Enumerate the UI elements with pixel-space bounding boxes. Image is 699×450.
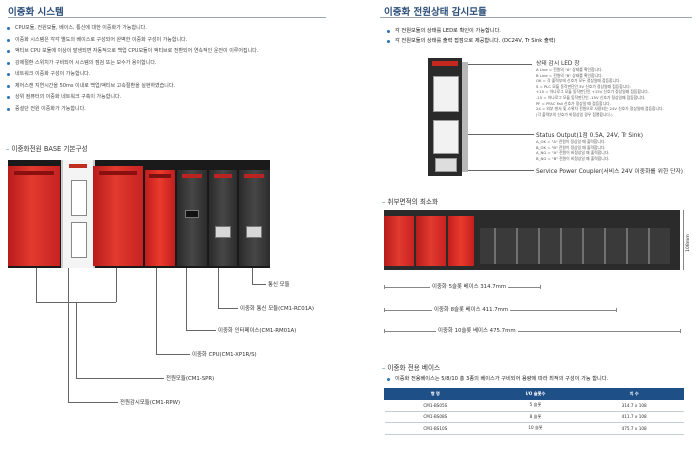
base-only-bullet: 이중화 전용베이스는 5/8/10 총 3종의 베이스가 구비되어 용량에 따라… <box>386 374 608 384</box>
coupler-label: Service Power Coupler(서비스 24V 이중화를 위한 단자… <box>536 169 684 175</box>
table-row: CM1-BS05S 5 슬롯 314.7 x 108 <box>384 399 684 412</box>
callout-redundant-interface: 이중화 인터페이스(CM1-RM01A) <box>218 328 297 334</box>
table-header: 형 명 <box>384 388 487 400</box>
dim-5-slot: 이중화 5슬롯 베이스 314.7mm <box>430 282 509 290</box>
power-monitor-module <box>61 160 95 268</box>
redundant-interface-module <box>177 170 207 266</box>
left-bullet: 액티브 CPU 모듈에 이상이 발생되면 자동적으로 백업 CPU모듈이 액티브… <box>6 46 258 58</box>
base-rack-image <box>384 210 680 270</box>
led-notes: A Line = 전원의 "A" 상태를 확인합니다. B Line = 전원의… <box>536 67 664 117</box>
left-bullet: 증설단 전원 이중화가 가능합니다. <box>6 104 258 116</box>
callout-comm-module: 통신 모듈 <box>268 282 290 288</box>
table-header: 치 수 <box>584 388 684 400</box>
callout-power-module: 전원모듈(CM1-SPR) <box>166 376 215 382</box>
table-row: CM1-BS08S 8 슬롯 411.7 x 108 <box>384 411 684 423</box>
callout-redundant-cpu: 이중화 CPU(CM1-XP1R/S) <box>192 352 257 358</box>
mount-title-row: – 취부면적의 최소화 <box>382 198 439 206</box>
base-only-bullets: 이중화 전용베이스는 5/8/10 총 3종의 베이스가 구비되어 용량에 따라… <box>386 374 608 384</box>
status-output-title: Status Output(1점 0.5A, 24V, Tr Sink) <box>536 133 643 139</box>
left-bullet-list: CPU모듈, 전원모듈, 베이스, 통신에 대한 이중화가 가능합니다. 이중화… <box>6 23 258 115</box>
power-monitor-module-image <box>428 58 462 176</box>
comm-module <box>239 170 270 266</box>
callout-power-monitor: 전원감시모듈(CM1-RPW) <box>120 400 181 406</box>
table-header: I/O 슬롯수 <box>485 388 586 400</box>
mount-title: 취부면적의 최소화 <box>387 198 439 206</box>
redundant-cpu-module <box>145 170 175 266</box>
left-title-rule <box>8 17 326 18</box>
base-title-row: – 이중화전원 BASE 기본구성 <box>6 143 88 153</box>
status-notes: A_OK = "A" 전원이 정상일 때 출력합니다. B_OK = "B" 전… <box>536 139 610 161</box>
led-window <box>433 76 459 112</box>
led-title: 상태 감시 LED 창 <box>536 61 580 67</box>
right-bullet: 각 전원모듈의 상태를 LED로 확인이 가능합니다. <box>386 26 556 36</box>
callout-redundant-comm: 이중화 통신 모듈(CM1-RC01A) <box>240 306 314 312</box>
dim-8-slot: 이중화 8슬롯 베이스 411.7mm <box>432 305 511 313</box>
base-spec-table: 형 명 I/O 슬롯수 치 수 CM1-BS05S 5 슬롯 314.7 x 1… <box>384 388 684 435</box>
power-supply-module-a <box>8 166 60 266</box>
service-power-coupler <box>435 158 457 172</box>
dim-10-slot: 이중화 10슬롯 베이스 475.7mm <box>436 326 518 334</box>
base-only-title-row: – 이중화 전용 베이스 <box>382 364 441 372</box>
redundant-comm-module <box>209 170 237 266</box>
left-bullet: 이중화 시스템은 각각 별도의 베이스로 구성되어 완벽한 이중화 구성이 가능… <box>6 35 258 47</box>
right-bullet: 각 전원모듈의 상태를 출력 접점으로 제공합니다. (DC24V, Tr Si… <box>386 36 556 46</box>
plc-rack <box>8 160 270 268</box>
right-title-rule <box>380 17 692 18</box>
left-bullet: 네트워크 이중화 구성이 가능합니다. <box>6 69 258 81</box>
base-title: 이중화전원 BASE 기본구성 <box>11 145 88 153</box>
table-row: CM1-BS10S 10 슬롯 475.7 x 108 <box>384 422 684 435</box>
right-bullet-list: 각 전원모듈의 상태를 LED로 확인이 가능합니다. 각 전원모듈의 상태를 … <box>386 26 556 46</box>
left-bullet: 강제절환 스위치가 구비되어 시스템의 점검 또는 보수가 용이합니다. <box>6 58 258 70</box>
height-dimension: 108mm <box>686 234 691 252</box>
left-bullet: 상위 컴퓨터의 이중화 네트워크 구축이 가능합니다. <box>6 92 258 104</box>
left-title: 이중화 시스템 <box>8 7 64 18</box>
table-header-row: 형 명 I/O 슬롯수 치 수 <box>384 388 684 400</box>
dash-marker: – <box>6 145 10 153</box>
left-bullet: CPU모듈, 전원모듈, 베이스, 통신에 대한 이중화가 가능합니다. <box>6 23 258 35</box>
right-title: 이중화 전원상태 감시모듈 <box>384 7 487 18</box>
status-output-terminal <box>433 120 459 154</box>
power-supply-module-b <box>93 166 143 266</box>
base-only-title: 이중화 전용 베이스 <box>387 364 441 372</box>
left-bullet: 제어스캔 지연시간을 50ms 이내로 백업/액티브 고속절환을 실현하였습니다… <box>6 81 258 93</box>
